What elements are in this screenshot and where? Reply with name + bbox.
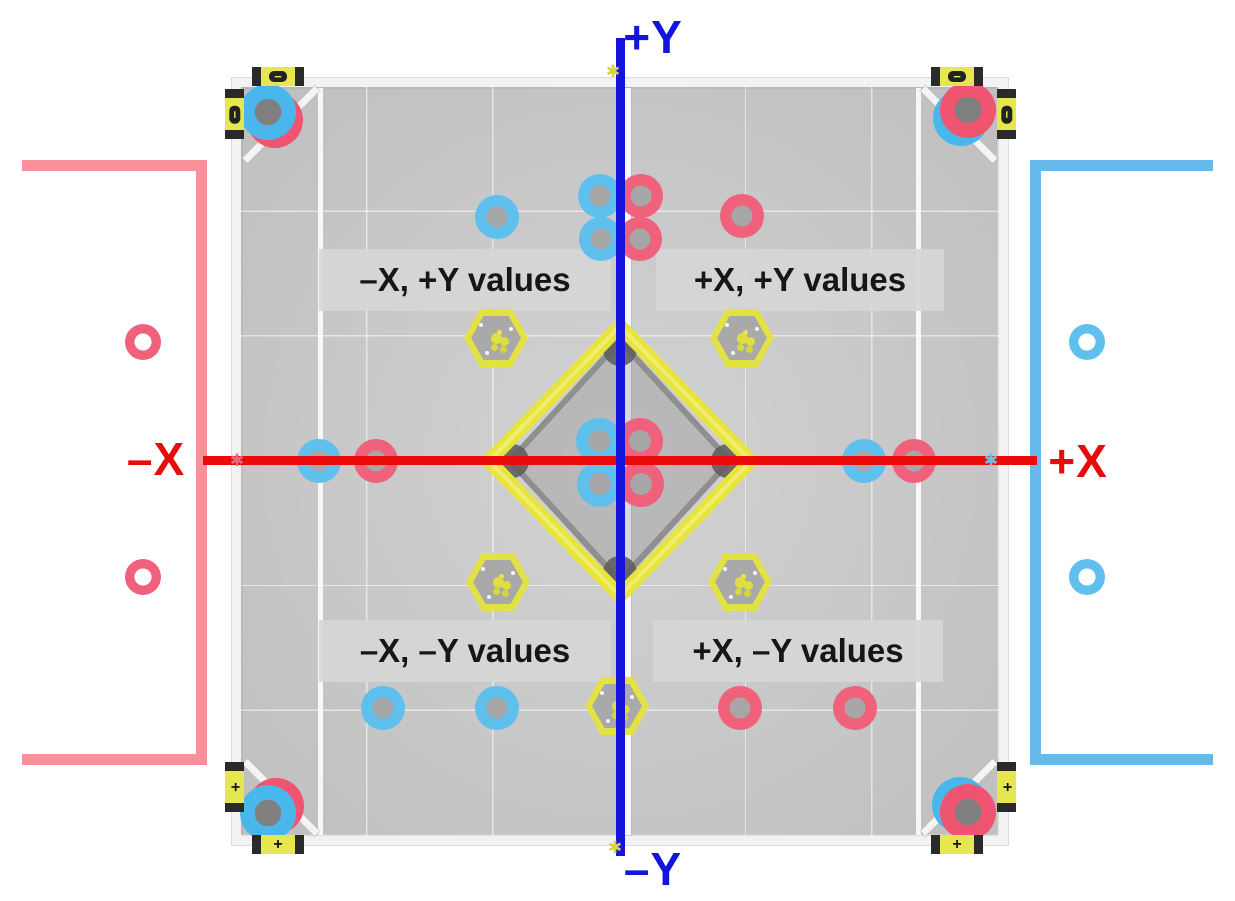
- red-ring: [833, 686, 877, 730]
- red-ring: [720, 194, 764, 238]
- positive-corner-tab: +: [252, 835, 304, 854]
- screw-dot: [600, 691, 604, 695]
- red-ring-stack-top: [940, 82, 996, 138]
- screw-dot: [723, 567, 727, 571]
- blue-ring: [1069, 559, 1105, 595]
- blue-ring: [475, 195, 519, 239]
- quadrant-label-bottom-left: –X, –Y values: [319, 620, 611, 682]
- minus-marker: −: [227, 105, 242, 123]
- plus-marker: +: [998, 782, 1016, 792]
- negative-y-label: –Y: [623, 843, 683, 895]
- red-ring: [619, 174, 663, 218]
- blue-ring: [1069, 324, 1105, 360]
- screw-dot: [630, 695, 634, 699]
- minus-marker: −: [999, 105, 1014, 123]
- screw-dot: [729, 595, 733, 599]
- quadrant-label-top-right: +X, +Y values: [656, 249, 944, 311]
- mobile-goal-hex: [466, 553, 530, 611]
- quadrant-label-bottom-right: +X, –Y values: [653, 620, 943, 682]
- red-ring-stack-top: [940, 784, 996, 840]
- screw-dot: [481, 567, 485, 571]
- mobile-goal-center: [735, 577, 746, 588]
- red-ring: [618, 461, 664, 507]
- red-ring: [618, 217, 662, 261]
- blue-ring: [577, 461, 623, 507]
- screw-dot: [753, 571, 757, 575]
- negative-corner-tab: −: [252, 67, 304, 86]
- red-ring: [718, 686, 762, 730]
- red-ring: [125, 324, 161, 360]
- blue-ring-stack-top: [240, 785, 296, 841]
- top-wall-axis-marker: ✱: [605, 62, 621, 81]
- plus-marker: +: [226, 782, 244, 792]
- mobile-goal-center: [491, 333, 502, 344]
- red-ring: [125, 559, 161, 595]
- blue-ring: [578, 174, 622, 218]
- positive-y-label: +Y: [623, 11, 683, 63]
- left-wall-axis-marker: ✱: [229, 451, 245, 470]
- positive-x-label: +X: [1048, 435, 1108, 487]
- screw-dot: [509, 327, 513, 331]
- right-wall-axis-marker: ✱: [983, 451, 999, 470]
- minus-marker: −: [948, 70, 966, 83]
- blue-ring: [475, 686, 519, 730]
- screw-dot: [511, 571, 515, 575]
- blue-ring: [579, 217, 623, 261]
- positive-corner-tab: +: [997, 762, 1016, 812]
- y-axis-line: [616, 38, 625, 856]
- mobile-goal-hex: [708, 553, 772, 611]
- positive-corner-tab: +: [225, 762, 244, 812]
- quadrant-label-top-left: –X, +Y values: [319, 249, 611, 311]
- red-alliance-zone-bracket: [22, 160, 207, 765]
- negative-corner-tab: −: [931, 67, 983, 86]
- plus-marker: +: [952, 835, 962, 853]
- positive-corner-tab: +: [931, 835, 983, 854]
- minus-marker: −: [269, 70, 287, 83]
- bottom-wall-axis-marker: ✱: [607, 838, 623, 857]
- screw-dot: [755, 327, 759, 331]
- negative-corner-tab: −: [997, 89, 1016, 139]
- screw-dot: [731, 351, 735, 355]
- blue-ring-stack-top: [240, 84, 296, 140]
- mobile-goal-hex: [710, 309, 774, 367]
- plus-marker: +: [273, 835, 283, 853]
- screw-dot: [479, 323, 483, 327]
- negative-x-label: –X: [126, 433, 186, 485]
- screw-dot: [606, 719, 610, 723]
- mobile-goal-center: [493, 577, 504, 588]
- screw-dot: [725, 323, 729, 327]
- blue-ring: [361, 686, 405, 730]
- mobile-goal-center: [737, 333, 748, 344]
- negative-corner-tab: −: [225, 89, 244, 139]
- screw-dot: [485, 351, 489, 355]
- screw-dot: [487, 595, 491, 599]
